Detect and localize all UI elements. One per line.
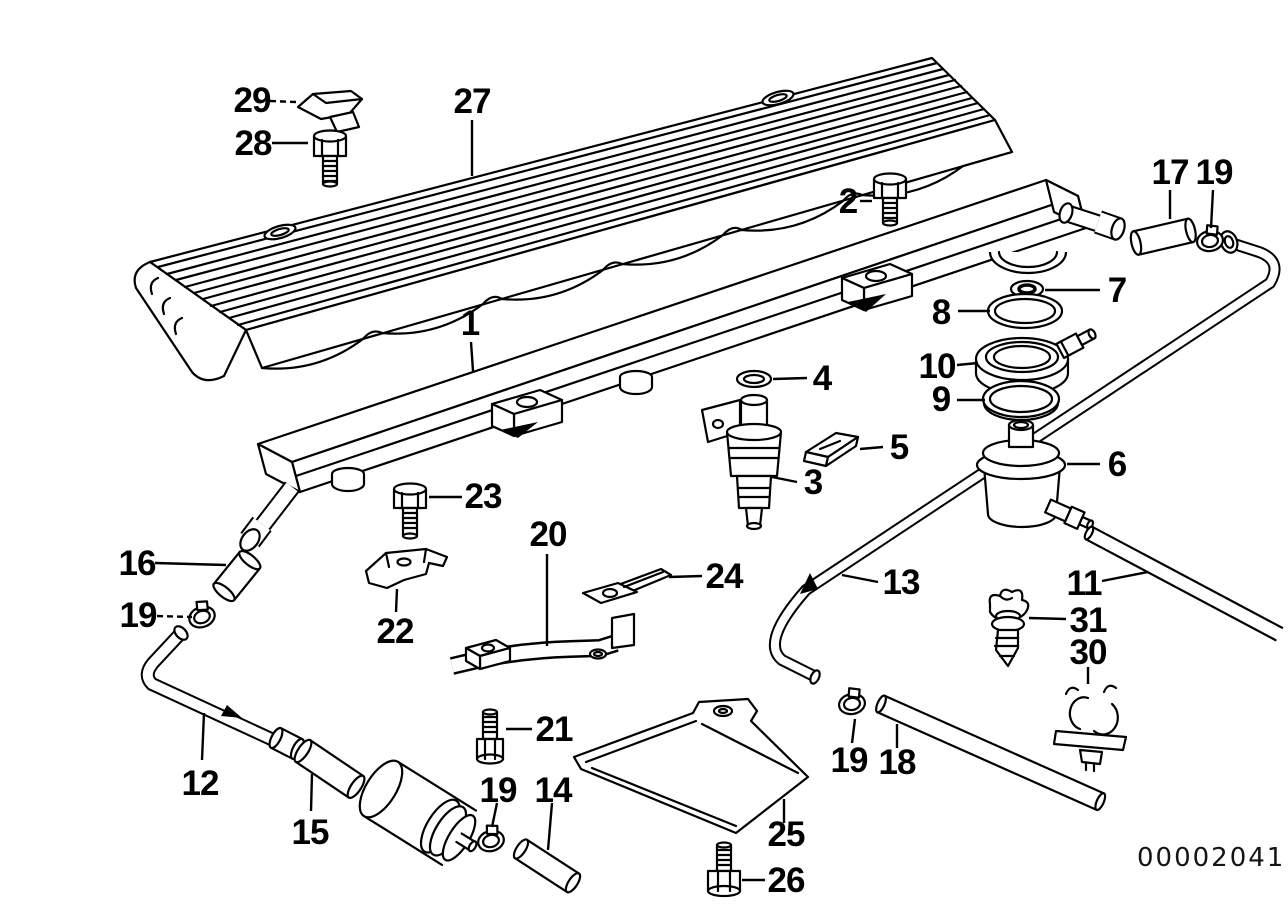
callout-18: 18 (879, 743, 916, 782)
callout-labels: 29 28 27 2 17 19 7 8 10 9 6 5 4 3 1 23 2… (119, 81, 1234, 900)
leader-lines (154, 99, 1215, 882)
flow-arrow-icon (800, 573, 818, 594)
hose-clamp-19-mid (837, 687, 867, 716)
callout-14: 14 (535, 771, 573, 810)
leader-24 (668, 574, 703, 579)
engine-cover (133, 56, 1014, 382)
callout-16: 16 (119, 544, 156, 583)
leader-12 (200, 712, 206, 761)
callout-30: 30 (1070, 633, 1107, 672)
bolt-26 (706, 841, 742, 898)
o-ring-8 (986, 292, 1064, 330)
bolt-28 (312, 129, 348, 188)
leader-10 (956, 361, 979, 367)
hose-clamp-19-top (1195, 224, 1225, 253)
leader-3 (771, 475, 798, 484)
callout-24: 24 (706, 557, 744, 596)
callout-21: 21 (536, 710, 573, 749)
callout-20: 20 (530, 515, 567, 554)
callout-8: 8 (932, 293, 951, 332)
hose-16 (212, 549, 262, 603)
leader-14 (546, 802, 554, 851)
callout-5: 5 (890, 428, 909, 467)
flow-arrow-icon (221, 705, 242, 718)
hose-17 (1129, 217, 1197, 256)
leader-16 (154, 561, 227, 567)
leader-19-filter (490, 802, 499, 828)
leader-11 (1101, 570, 1149, 583)
bracket-plate-25 (572, 697, 810, 835)
diagram-id: 00002041 (1137, 843, 1285, 873)
callout-22: 22 (377, 612, 414, 651)
callout-31: 31 (1070, 601, 1107, 640)
leader-4 (772, 376, 808, 381)
pipe-13 (768, 230, 1281, 685)
callout-26: 26 (768, 861, 805, 900)
bolt-2 (872, 172, 908, 227)
callout-15: 15 (292, 813, 329, 852)
leader-19-left (156, 614, 193, 619)
callout-11: 11 (1067, 564, 1103, 603)
leader-29 (269, 99, 297, 104)
callout-4: 4 (813, 359, 833, 398)
callout-12: 12 (182, 764, 219, 803)
callout-23: 23 (465, 477, 502, 516)
pressure-regulator (975, 418, 1095, 531)
pipe-12 (140, 625, 305, 761)
hose-clamp-19-filter (477, 824, 505, 853)
leader-19-mid (850, 718, 857, 744)
hose-15 (293, 738, 366, 800)
leader-13 (841, 573, 879, 584)
bracket-20 (449, 612, 636, 675)
leader-15 (309, 773, 314, 812)
leader-5 (859, 445, 884, 451)
callout-19-left: 19 (120, 596, 157, 635)
o-ring-4 (735, 369, 773, 389)
callout-10: 10 (919, 347, 956, 386)
bolt-21 (475, 708, 505, 765)
callout-2: 2 (839, 182, 858, 221)
clip-5 (802, 431, 860, 468)
cover-cap-29 (296, 89, 364, 134)
callout-17: 17 (1152, 153, 1189, 192)
tube-11 (1083, 525, 1284, 642)
callout-7: 7 (1108, 271, 1126, 310)
callout-9: 9 (932, 380, 951, 419)
callout-19-mid: 19 (831, 741, 868, 780)
fuel-rail (239, 178, 1126, 552)
holder-clip-30 (1052, 684, 1128, 773)
callout-13: 13 (883, 563, 920, 602)
callout-1: 1 (461, 304, 480, 343)
clip-24 (581, 567, 673, 605)
hose-clamp-19-left (188, 600, 216, 629)
callout-27: 27 (454, 82, 491, 121)
callout-28: 28 (235, 124, 272, 163)
callout-6: 6 (1108, 445, 1127, 484)
bolt-23 (392, 482, 428, 540)
rivet-clip-31 (988, 588, 1030, 668)
fuel-injector (700, 393, 783, 531)
bracket-22 (364, 547, 449, 590)
leader-31 (1028, 616, 1067, 621)
callout-19-filter: 19 (480, 771, 517, 810)
leader-19-top (1209, 189, 1215, 229)
callout-25: 25 (768, 815, 805, 854)
hose-14 (512, 838, 582, 894)
fuel-filter (358, 759, 478, 866)
o-ring-9 (981, 379, 1061, 422)
callout-19-top: 19 (1196, 153, 1233, 192)
leader-22 (394, 588, 399, 613)
callout-3: 3 (804, 463, 823, 502)
tube-18 (875, 694, 1107, 812)
leader-1 (469, 341, 475, 372)
callout-29: 29 (234, 81, 271, 120)
